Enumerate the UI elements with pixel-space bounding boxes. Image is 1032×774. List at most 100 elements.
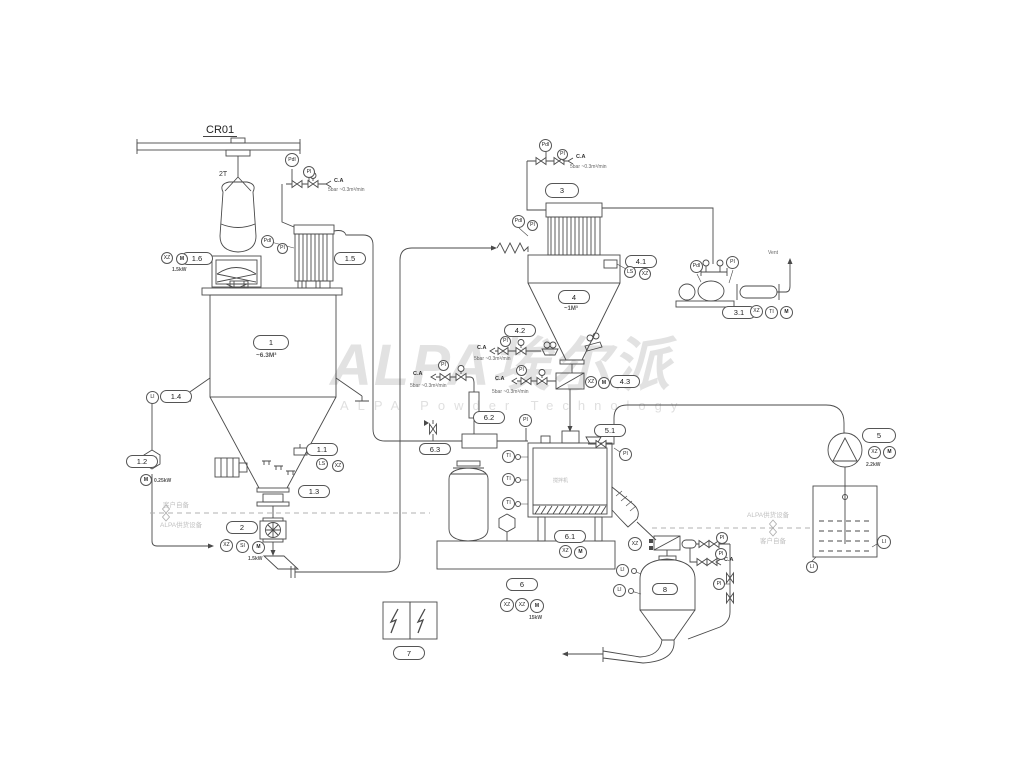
silo-vent-filter bbox=[266, 169, 386, 442]
instrument-li: LI bbox=[613, 584, 626, 597]
tag-1-3: 1.3 bbox=[298, 485, 330, 498]
bag-dump-station bbox=[211, 255, 262, 288]
ca-label: C.A bbox=[477, 345, 487, 351]
instrument-xz: XZ bbox=[161, 252, 173, 264]
tag-4-3: 4.3 bbox=[610, 375, 640, 388]
instrument-ti: TI bbox=[502, 473, 515, 486]
tag-3: 3 bbox=[545, 183, 579, 198]
instrument-xz: XZ bbox=[639, 268, 651, 280]
instrument-ls: LS bbox=[316, 458, 328, 470]
tag-1-4: 1.4 bbox=[160, 390, 192, 403]
rotary-valve-4-3 bbox=[555, 372, 585, 433]
bag-filter-3 bbox=[518, 152, 627, 373]
instrument-li: LI bbox=[616, 564, 629, 577]
tag-1-5: 1.5 bbox=[334, 252, 366, 265]
control-cabinet bbox=[382, 601, 438, 640]
scrubber-fan-5 bbox=[827, 432, 863, 486]
instrument-xz: XZ bbox=[220, 539, 233, 552]
connection-dot bbox=[515, 501, 521, 507]
instrument-pi: PI bbox=[716, 532, 728, 544]
instrument-motor: M bbox=[252, 541, 265, 554]
big-bag bbox=[219, 181, 257, 253]
ca-label: C.A bbox=[495, 376, 505, 382]
instrument-pdi: PdI bbox=[512, 215, 525, 228]
instrument-li: LI bbox=[806, 561, 818, 573]
motor-spec: 1.5kW bbox=[248, 556, 263, 562]
instrument-motor: M bbox=[780, 306, 793, 319]
instrument-xz: XZ bbox=[515, 598, 529, 612]
instrument-pdi: PdI bbox=[539, 139, 552, 152]
tag-5: 5 bbox=[862, 428, 896, 443]
connection-dot bbox=[515, 477, 521, 483]
instrument-motor: M bbox=[883, 446, 896, 459]
tag-1-spec: ~6.3M³ bbox=[256, 352, 277, 359]
instrument-motor: M bbox=[574, 546, 587, 559]
mixer-platform bbox=[436, 540, 616, 570]
mixer-vessel bbox=[498, 404, 845, 542]
instrument-pi: PI bbox=[726, 256, 739, 269]
instrument-pi: PI bbox=[557, 149, 568, 160]
gas-heater-line bbox=[385, 420, 528, 449]
ca-label: C.A bbox=[334, 178, 344, 184]
instrument-ti: TI bbox=[765, 306, 778, 319]
tag-4-1: 4.1 bbox=[625, 255, 657, 268]
tag-8: 8 bbox=[652, 583, 678, 595]
motor-spec: 2.2kW bbox=[866, 462, 881, 468]
instrument-pi: PI bbox=[713, 578, 725, 590]
mixer-name-label: 搅拌机 bbox=[553, 478, 569, 484]
tag-6-1: 6.1 bbox=[554, 530, 586, 543]
storage-silo-1 bbox=[177, 280, 369, 518]
water-tank bbox=[811, 485, 878, 562]
ca-spec: 5bar ~0.3m³/min bbox=[570, 164, 607, 170]
instrument-pi: PI bbox=[527, 220, 538, 231]
tag-4: 4 bbox=[558, 290, 590, 304]
instrument-xz: XZ bbox=[500, 598, 514, 612]
ca-label: C.A bbox=[576, 154, 586, 160]
instrument-pi: PI bbox=[516, 365, 527, 376]
product-bin-8 bbox=[561, 550, 696, 664]
motor-spec: 1.5kW bbox=[172, 267, 187, 273]
instrument-motor: M bbox=[530, 599, 544, 613]
ca-label: C.A bbox=[413, 371, 423, 377]
instrument-ti: TI bbox=[502, 497, 515, 510]
connection-dot bbox=[515, 454, 521, 460]
tag-1: 1 bbox=[253, 335, 289, 350]
instrument-pi: PI bbox=[438, 360, 449, 371]
ca-line-rotary-4-3 bbox=[511, 370, 556, 385]
instrument-motor: M bbox=[140, 474, 152, 486]
boundary-customer-label: 客户自备 bbox=[760, 538, 786, 545]
crane-label: CR01 bbox=[203, 124, 238, 137]
tag-6-2: 6.2 bbox=[473, 411, 505, 424]
tag-4-2: 4.2 bbox=[504, 324, 536, 337]
instrument-xz: XZ bbox=[868, 446, 881, 459]
vent-label: Vent bbox=[768, 250, 779, 256]
ca-spec: 5bar ~0.3m³/min bbox=[492, 389, 529, 395]
tag-6: 6 bbox=[506, 578, 538, 591]
tag-5-1: 5.1 bbox=[594, 424, 626, 437]
tag-1-2: 1.2 bbox=[126, 455, 158, 468]
boundary-alpa-label: ALPA供货设备 bbox=[160, 522, 203, 529]
rotary-valve-2 bbox=[259, 517, 300, 570]
ca-spec: 5bar ~0.3m³/min bbox=[328, 187, 365, 193]
tag-7: 7 bbox=[393, 646, 425, 660]
instrument-xz: XZ bbox=[750, 305, 763, 318]
ca-line-to-injector bbox=[430, 366, 480, 434]
connection-dot bbox=[628, 588, 634, 594]
instrument-pi: PI bbox=[519, 414, 532, 427]
boundary-customer-label: 客户自备 bbox=[163, 502, 189, 509]
instrument-motor: M bbox=[176, 253, 188, 265]
instrument-pi: PI bbox=[277, 243, 288, 254]
instrument-ls: LS bbox=[624, 266, 636, 278]
vacuum-blower-3-1 bbox=[602, 207, 793, 308]
liquid-container bbox=[448, 460, 489, 542]
instrument-motor: M bbox=[598, 377, 610, 389]
instrument-pdi: PdI bbox=[261, 235, 274, 248]
ca-spec: 5bar ~0.3m³/min bbox=[410, 383, 447, 389]
watermark-subtitle: ALPA Powder Technology bbox=[340, 398, 687, 413]
instrument-pdi: PdI bbox=[690, 260, 703, 273]
tag-2: 2 bbox=[226, 521, 258, 534]
motor-spec: 0.25kW bbox=[154, 478, 172, 484]
instrument-pi: PI bbox=[303, 166, 315, 178]
